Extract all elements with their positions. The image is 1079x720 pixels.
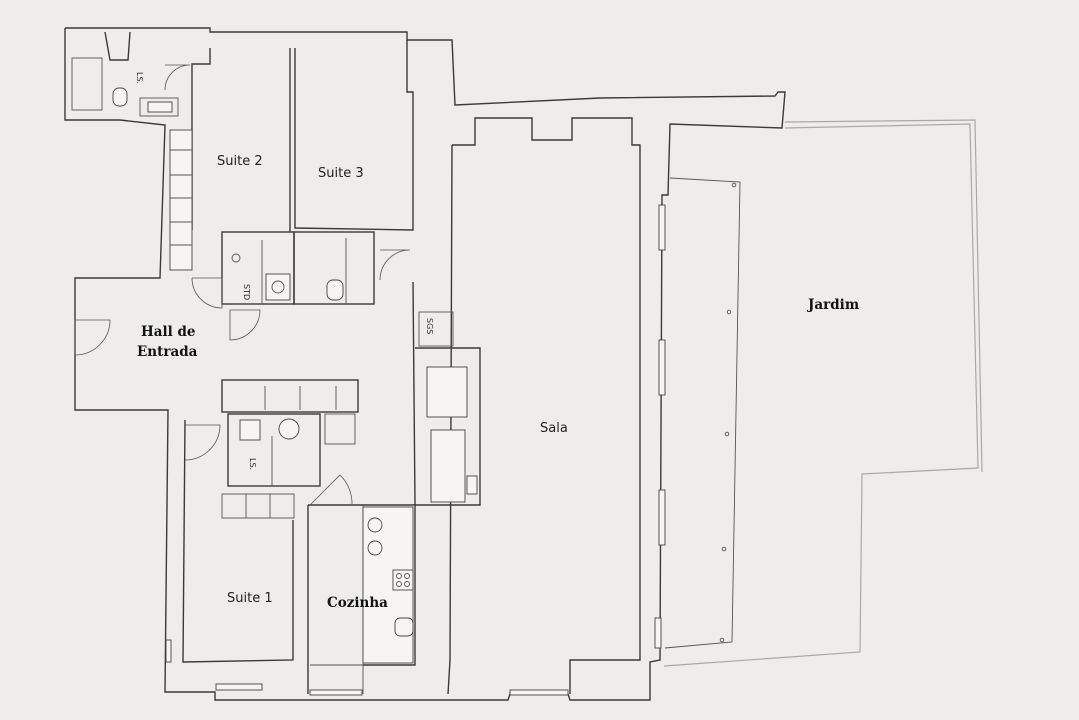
fixture-marks: LS. LS. STD SGS <box>135 72 434 470</box>
room-label-suite2: Suite 2 <box>217 154 263 169</box>
room-label-hall-line2: Entrada <box>137 344 198 360</box>
inner-walls <box>71 31 641 695</box>
outer-walls <box>64 27 786 701</box>
terrace <box>664 177 741 649</box>
mark-ls-top: LS. <box>135 72 144 84</box>
fixtures <box>112 87 478 664</box>
room-label-suite1: Suite 1 <box>227 591 273 606</box>
room-label-suite3: Suite 3 <box>318 166 364 181</box>
windows <box>165 129 666 696</box>
room-label-sala: Sala <box>540 421 568 436</box>
mark-std: STD <box>242 284 251 300</box>
doors <box>74 64 411 506</box>
room-label-jardim: Jardim <box>807 297 859 313</box>
room-label-cozinha: Cozinha <box>327 595 388 611</box>
mark-sgs: SGS <box>425 318 434 334</box>
room-label-hall-line1: Hall de <box>141 324 196 340</box>
garden-outline <box>663 119 983 667</box>
room-labels: Suite 2 Suite 3 Sala Suite 1 Hall de Ent… <box>137 154 859 611</box>
mark-ls-mid: LS. <box>248 458 257 470</box>
